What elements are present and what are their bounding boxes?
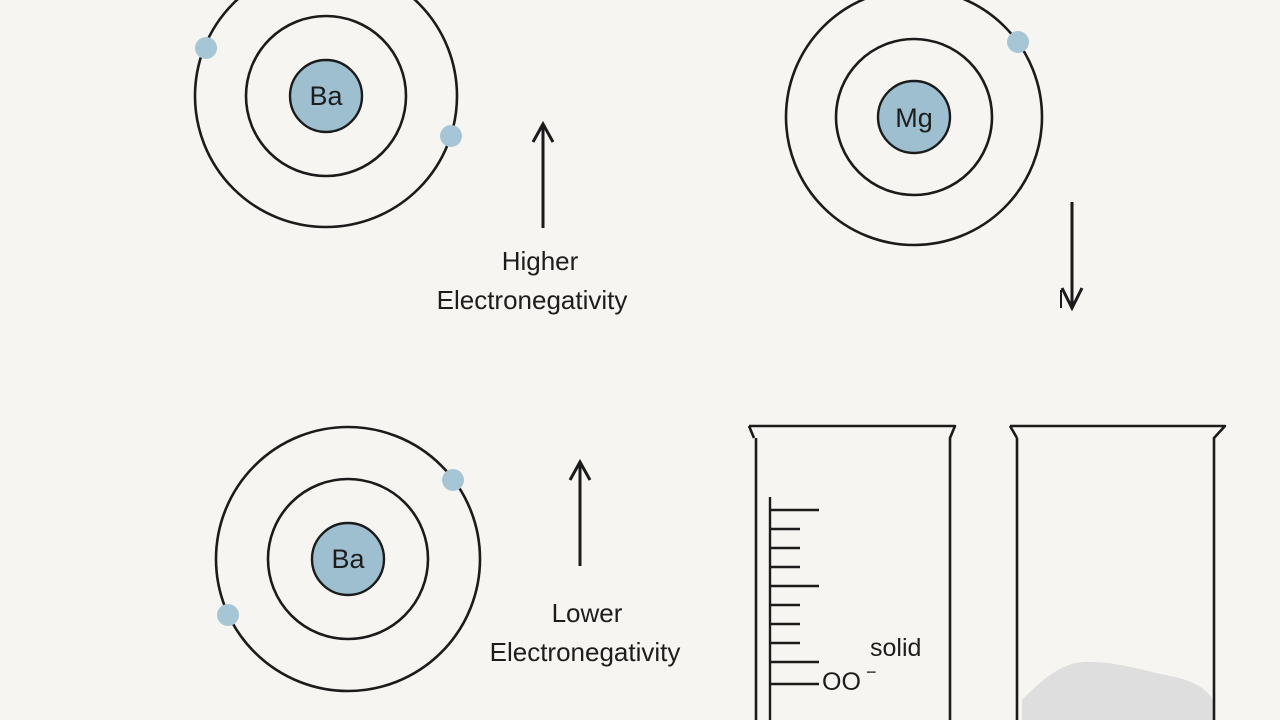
beaker-left: OO −	[747, 424, 957, 720]
inner-shell	[266, 477, 430, 641]
solid-deposit	[1022, 661, 1213, 720]
electron	[217, 604, 239, 626]
electron	[442, 469, 464, 491]
nucleus	[876, 79, 952, 155]
nucleus	[288, 58, 364, 134]
atom-ba-top: Ba	[193, 0, 462, 229]
nucleus	[310, 521, 386, 597]
arrow-up-lower	[568, 458, 592, 566]
atom-mg: Mg	[784, 0, 1044, 247]
arrow-up-higher	[531, 120, 555, 228]
arrow-down	[1060, 202, 1084, 312]
outer-shell	[193, 0, 459, 229]
beaker-right	[1008, 424, 1227, 720]
electron	[195, 37, 217, 59]
atom-symbol: Ba	[331, 544, 365, 574]
outer-shell	[784, 0, 1044, 247]
beaker-mark-superscript: −	[866, 662, 877, 682]
higher-label: Higher	[502, 246, 579, 276]
inner-shell	[244, 14, 408, 178]
lower-electronegativity-label: Electronegativity	[490, 637, 681, 667]
inner-shell	[834, 37, 994, 197]
solid-label: solid	[870, 634, 921, 662]
atom-symbol: Ba	[309, 81, 343, 111]
outer-shell	[214, 425, 482, 693]
higher-electronegativity-label: Electronegativity	[437, 285, 628, 315]
atom-symbol: Mg	[895, 103, 933, 133]
electron	[1007, 31, 1029, 53]
electron	[440, 125, 462, 147]
atom-ba-bottom: Ba	[214, 425, 482, 693]
beaker-mark: OO	[822, 668, 861, 696]
lower-label: Lower	[552, 598, 623, 628]
